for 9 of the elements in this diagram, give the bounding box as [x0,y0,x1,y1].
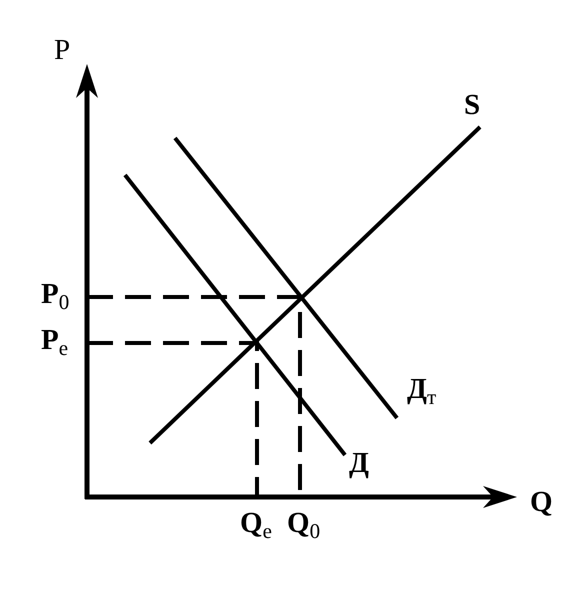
curve-label: Д [349,449,369,478]
tick-label: P$_{e}$ [41,326,68,355]
axis-label: P [54,36,70,65]
curve-label: Д$_{т}$ [407,375,436,404]
tick-label: Q$_{0}$ [287,509,320,538]
axis-label: Q [530,488,553,517]
curve-label: S [464,91,480,120]
tick-label: P$_{0}$ [41,280,70,309]
tick-label: Q$_{e}$ [240,509,272,538]
